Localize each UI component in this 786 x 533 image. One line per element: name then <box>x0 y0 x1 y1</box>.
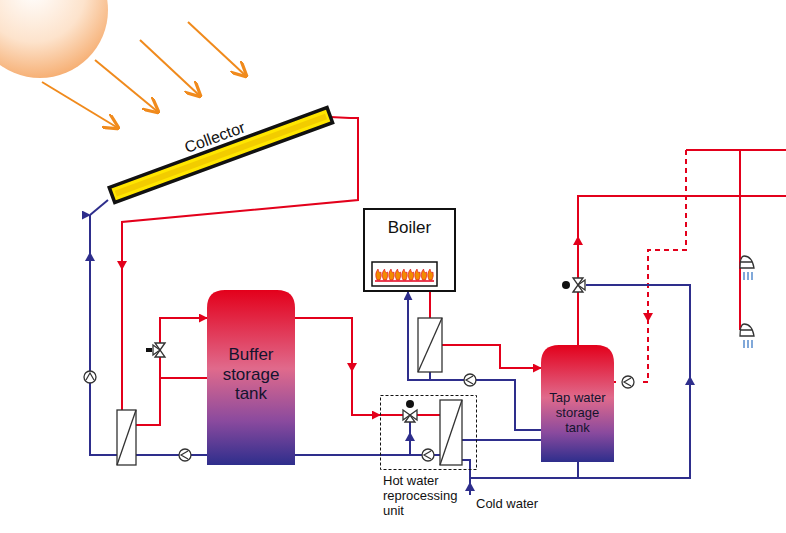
sun-rays <box>42 22 246 128</box>
solar-collector: Collector <box>85 95 350 215</box>
pipe-connector <box>477 439 541 441</box>
tap-water-tank: Tap water storage tank <box>541 345 614 462</box>
cold-pipes <box>90 200 690 495</box>
valves-and-pumps <box>84 278 634 461</box>
reprocessing-unit-outline <box>380 395 477 470</box>
buffer-tank: Buffer storage tank <box>207 290 295 465</box>
pipe-connector <box>122 118 358 425</box>
solar-collector-outline <box>85 95 350 215</box>
node-label: Boiler <box>365 210 454 238</box>
flow-arrows <box>85 236 695 491</box>
pipe-connector <box>430 292 541 368</box>
boiler-box: Boiler <box>363 208 456 292</box>
hot-pipes <box>160 117 786 415</box>
pipe-connector <box>90 215 207 455</box>
pipe-connector <box>408 292 541 430</box>
pipe-connector <box>295 318 380 415</box>
node-label: Hot water reprocessing unit <box>383 474 471 519</box>
node-label: Tap water storage tank <box>549 391 607 436</box>
sun <box>0 0 108 78</box>
reprocessing-unit: Hot water reprocessing unit <box>380 395 477 470</box>
pipe-label: Cold water <box>476 496 538 511</box>
shower-head <box>740 256 754 348</box>
node-label: Buffer storage tank <box>211 345 291 404</box>
